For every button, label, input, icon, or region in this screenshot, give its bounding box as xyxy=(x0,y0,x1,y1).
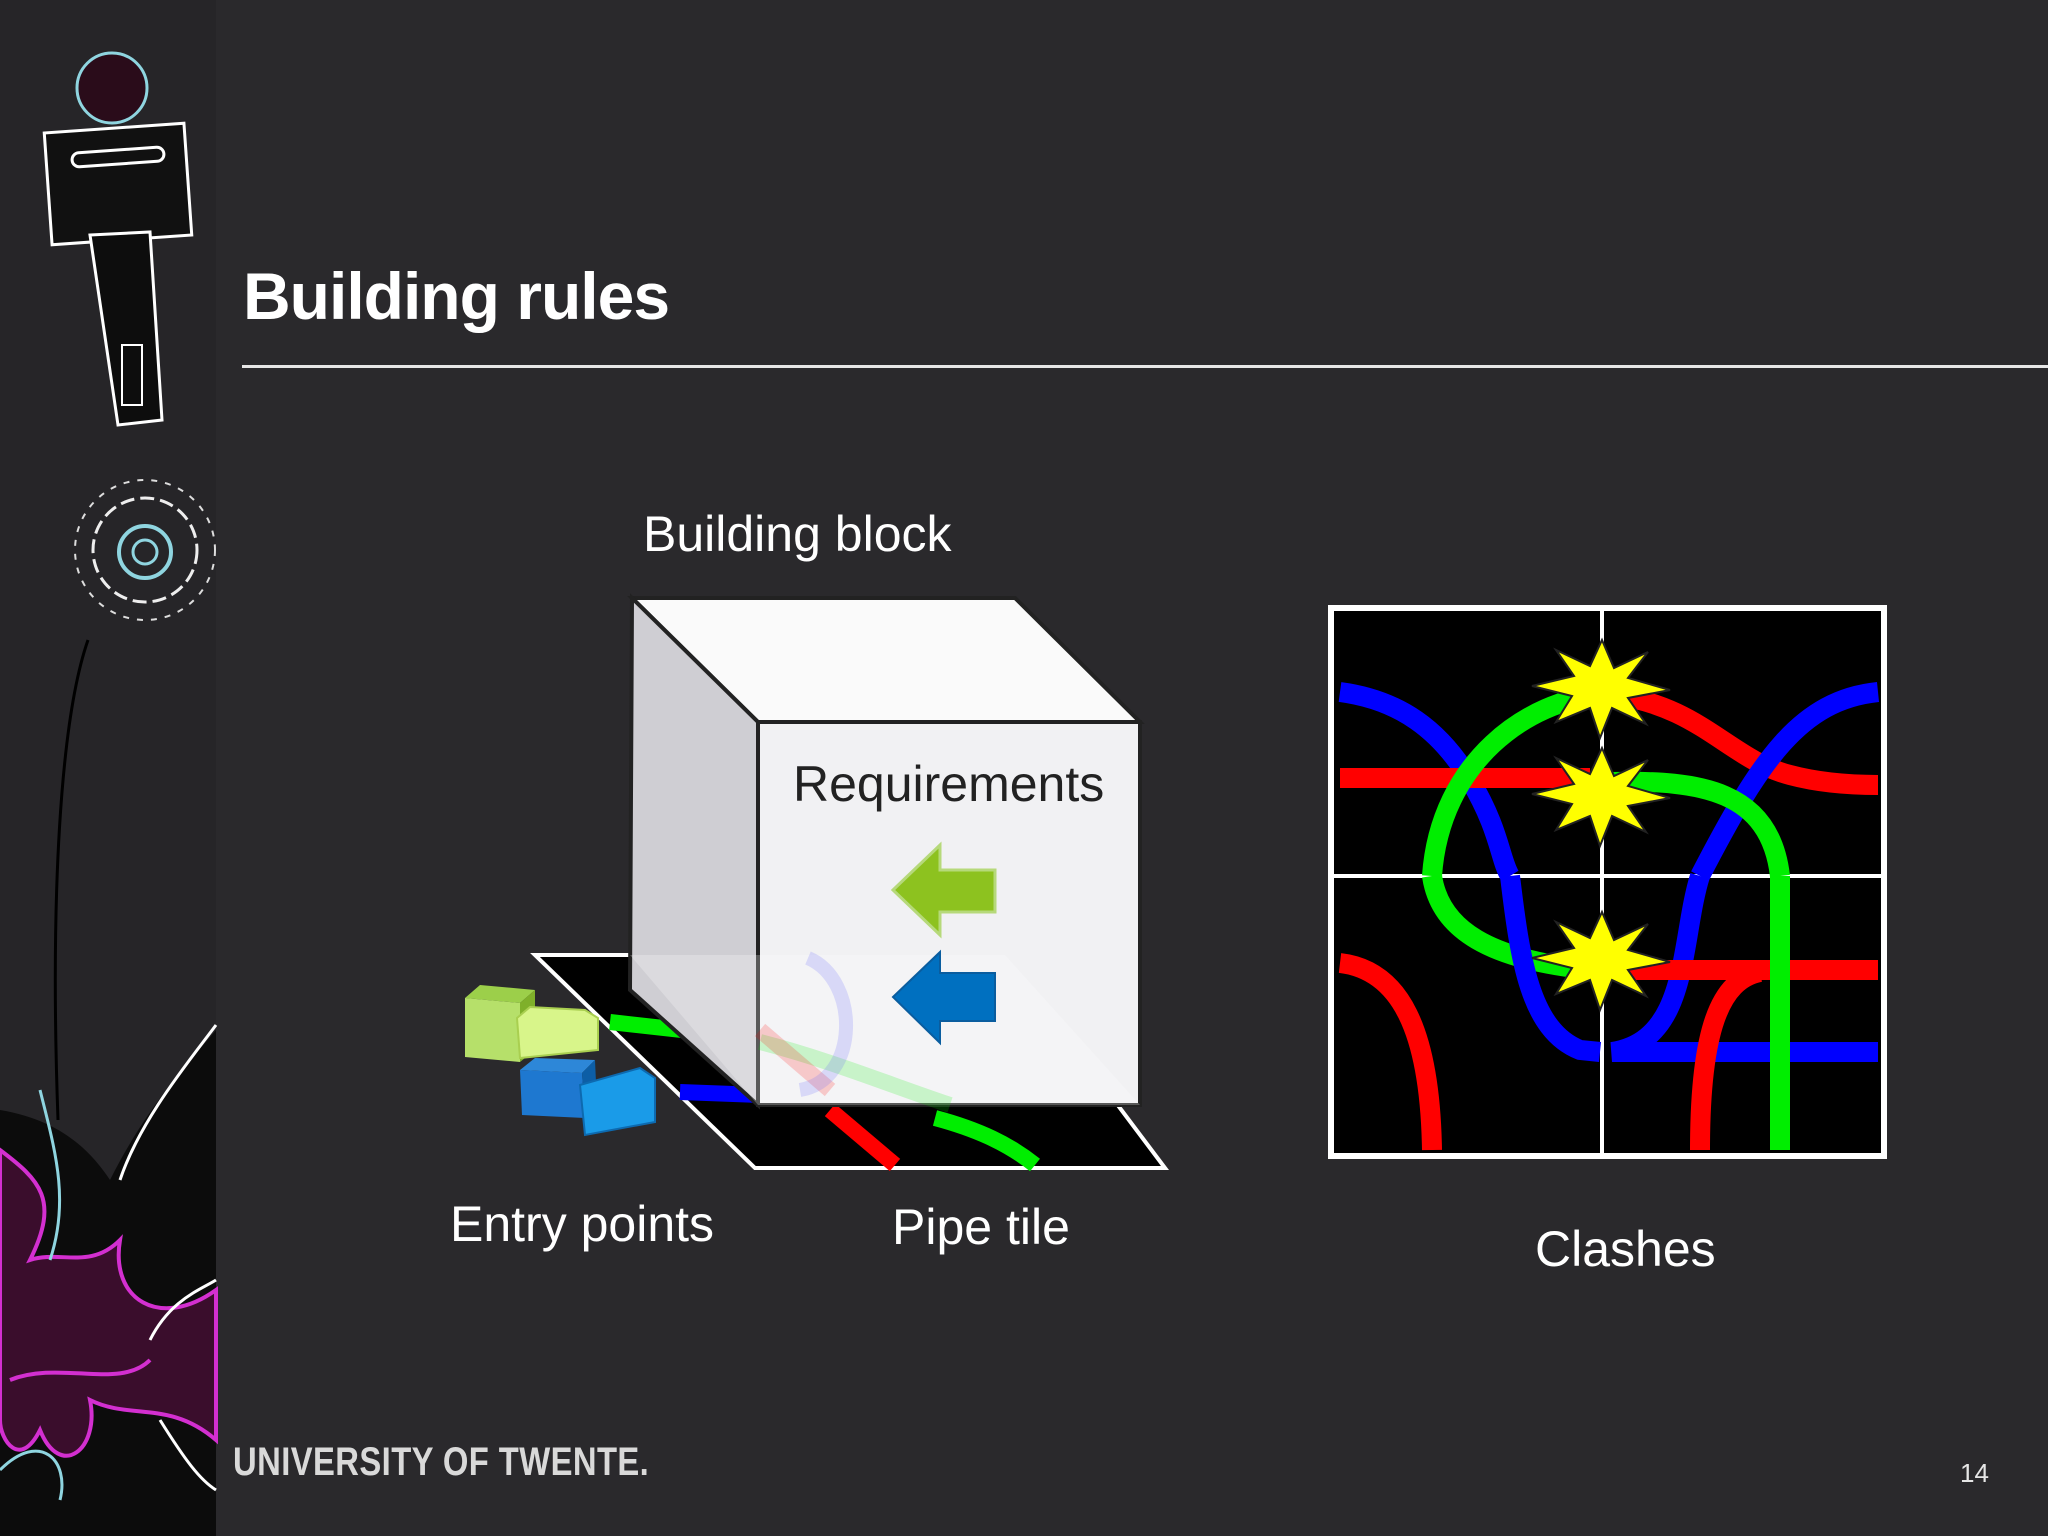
clashes-figure xyxy=(1328,605,1887,1159)
flower-icon xyxy=(53,479,216,1121)
entry-point-blocks xyxy=(465,985,656,1137)
pipe-tile-label: Pipe tile xyxy=(892,1199,1070,1255)
requirement-arrow-green-icon xyxy=(890,841,997,939)
clash-star-icon xyxy=(1531,909,1671,1013)
clash-star-icon xyxy=(1531,745,1671,849)
page-number: 14 xyxy=(1960,1458,1989,1488)
entry-points-label: Entry points xyxy=(450,1196,715,1252)
clashes-label: Clashes xyxy=(1535,1221,1716,1277)
decorative-illustration xyxy=(0,0,218,1536)
university-logo-text: UNIVERSITY OF TWENTE. xyxy=(233,1440,650,1484)
microphone-icon xyxy=(42,51,194,427)
slide-title: Building rules xyxy=(243,259,670,333)
building-block-label: Building block xyxy=(643,506,952,562)
tentacle-illustration xyxy=(0,1024,218,1536)
title-divider xyxy=(242,365,2048,368)
clash-star-icon xyxy=(1531,637,1671,741)
requirements-label: Requirements xyxy=(793,756,1105,812)
building-block-cube xyxy=(627,593,1145,1113)
building-block-figure xyxy=(465,593,1170,1172)
requirement-arrow-blue-icon xyxy=(891,949,996,1046)
